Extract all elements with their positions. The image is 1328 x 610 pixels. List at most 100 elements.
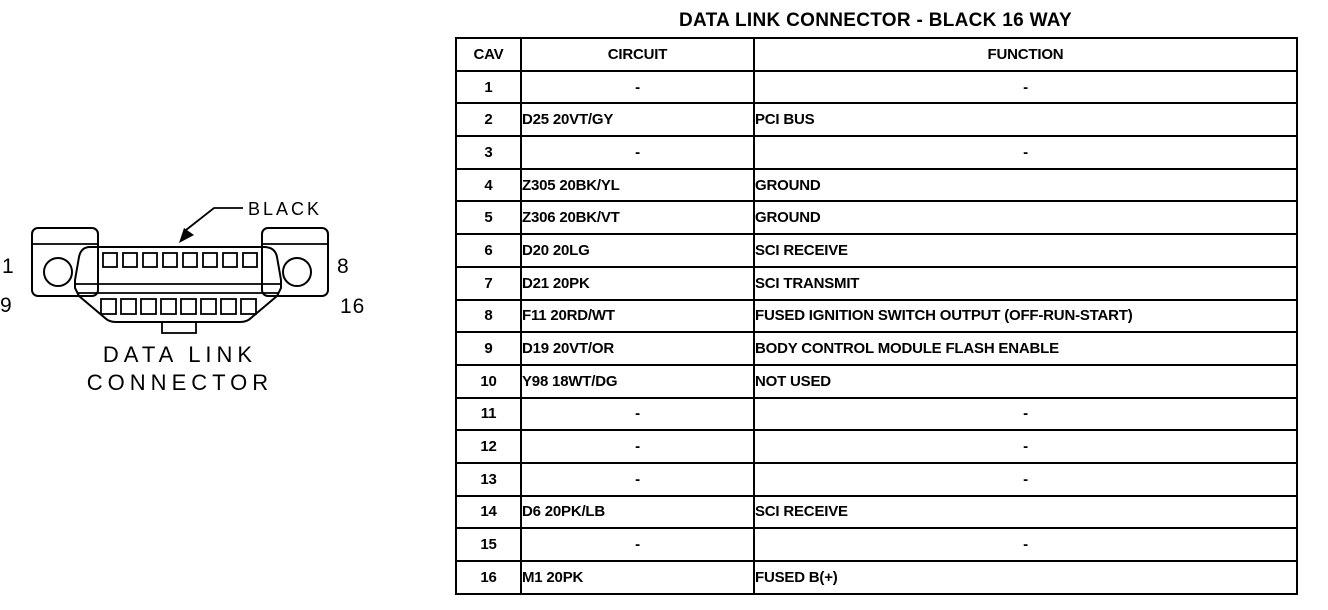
connector-diagram: BLACK 1 9 8 16 DATA LINK CONNECTOR [0, 185, 400, 405]
cell-function: SCI RECEIVE [753, 494, 1298, 530]
column-header-cav: CAV [455, 37, 522, 72]
connector-body [74, 246, 282, 323]
cell-function: NOT USED [753, 363, 1298, 399]
pin-cavity [120, 298, 137, 315]
table-row: 3-- [455, 135, 1298, 170]
cell-circuit: F11 20RD/WT [520, 298, 755, 334]
cell-cav: 11 [455, 396, 522, 432]
pin-cavity [122, 252, 138, 268]
pin-row-top [102, 252, 258, 268]
pin-row-bottom [100, 298, 257, 315]
left-ear [31, 227, 99, 297]
cell-cav: 10 [455, 363, 522, 399]
cell-cav: 4 [455, 167, 522, 203]
cell-cav: 13 [455, 461, 522, 497]
cell-cav: 7 [455, 265, 522, 301]
cell-circuit: D21 20PK [520, 265, 755, 301]
cell-function: - [753, 429, 1298, 464]
pin-cavity [102, 252, 118, 268]
cell-function: - [753, 69, 1298, 105]
table-row: 1-- [455, 69, 1298, 105]
column-header-circuit: CIRCUIT [520, 37, 755, 72]
pin-cavity [180, 298, 197, 315]
cell-cav: 12 [455, 429, 522, 464]
cell-cav: 14 [455, 494, 522, 530]
pin-cavity [160, 298, 177, 315]
cell-cav: 16 [455, 560, 522, 595]
cell-function: - [753, 396, 1298, 432]
cell-circuit: Z305 20BK/YL [520, 167, 755, 203]
cell-circuit: - [520, 461, 755, 497]
pin-label-1: 1 [2, 255, 15, 278]
pin-cavity [222, 252, 238, 268]
right-screw-hole [282, 257, 312, 287]
cell-function: - [753, 135, 1298, 170]
cell-circuit: D19 20VT/OR [520, 331, 755, 366]
cell-cav: 3 [455, 135, 522, 170]
pin-cavity [140, 298, 157, 315]
cell-cav: 15 [455, 527, 522, 562]
cell-circuit: - [520, 69, 755, 105]
cell-cav: 6 [455, 233, 522, 268]
cell-function: - [753, 461, 1298, 497]
cell-function: FUSED B(+) [753, 560, 1298, 595]
cell-circuit: - [520, 527, 755, 562]
cell-circuit: M1 20PK [520, 560, 755, 595]
cell-cav: 1 [455, 69, 522, 105]
pin-cavity [240, 298, 257, 315]
cell-circuit: Y98 18WT/DG [520, 363, 755, 399]
cell-cav: 8 [455, 298, 522, 334]
leader-line [185, 207, 243, 231]
cell-function: SCI RECEIVE [753, 233, 1298, 268]
pin-cavity [182, 252, 198, 268]
cell-circuit: D25 20VT/GY [520, 102, 755, 138]
pin-cavity [162, 252, 178, 268]
left-screw-hole [43, 257, 73, 287]
cell-function: BODY CONTROL MODULE FLASH ENABLE [753, 331, 1298, 366]
cell-function: PCI BUS [753, 102, 1298, 138]
cell-function: GROUND [753, 200, 1298, 236]
cell-function: SCI TRANSMIT [753, 265, 1298, 301]
pin-cavity [202, 252, 218, 268]
cell-circuit: - [520, 135, 755, 170]
pin-cavity [100, 298, 117, 315]
cell-function: - [753, 527, 1298, 562]
cell-circuit: - [520, 429, 755, 464]
pin-cavity [200, 298, 217, 315]
cell-circuit: - [520, 396, 755, 432]
table-header-row: CAV CIRCUIT FUNCTION [455, 37, 1298, 72]
diagram-caption-line1: DATA LINK [103, 342, 257, 367]
pin-label-8: 8 [337, 255, 350, 278]
right-ear [261, 227, 329, 297]
cell-cav: 9 [455, 331, 522, 366]
cell-function: GROUND [753, 167, 1298, 203]
table-row: 13-- [455, 461, 1298, 497]
connector-color-label: BLACK [248, 199, 322, 219]
pin-cavity [242, 252, 258, 268]
arrowhead-icon [179, 228, 194, 243]
pin-cavity [142, 252, 158, 268]
pin-label-9: 9 [0, 294, 13, 317]
cell-function: FUSED IGNITION SWITCH OUTPUT (OFF-RUN-ST… [753, 298, 1298, 334]
page-title: DATA LINK CONNECTOR - BLACK 16 WAY [678, 10, 1073, 31]
table-row: 11-- [455, 396, 1298, 432]
pin-label-16: 16 [340, 295, 365, 318]
cell-circuit: D20 20LG [520, 233, 755, 268]
cell-cav: 2 [455, 102, 522, 138]
data-link-connector-drawing: BLACK 1 9 8 16 DATA LINK CONNECTOR [0, 199, 365, 395]
table-row: 12-- [455, 429, 1298, 464]
pin-cavity [220, 298, 237, 315]
cell-circuit: D6 20PK/LB [520, 494, 755, 530]
